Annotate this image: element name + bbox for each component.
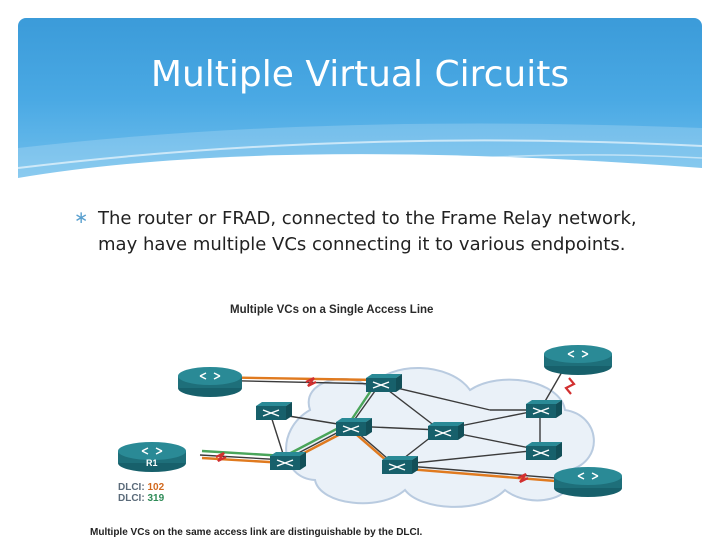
router-label-r1: R1 (146, 458, 158, 468)
dlci-label-1: DLCI: (118, 482, 145, 493)
dlci-label-2: DLCI: (118, 493, 145, 504)
router-icon-bottom-right (554, 467, 622, 497)
diagram-caption: Multiple VCs on the same access link are… (90, 527, 423, 538)
switch-icon-5 (526, 400, 562, 418)
diagram-title: Multiple VCs on a Single Access Line (230, 304, 434, 316)
switch-icon-2 (256, 402, 292, 420)
dlci-list: DLCI: 102 DLCI: 319 (118, 482, 164, 504)
switch-icon-3 (336, 418, 372, 436)
switch-icon-4 (428, 422, 464, 440)
access-link-markers (215, 377, 576, 483)
switch-icon-7 (270, 452, 306, 470)
frame-relay-diagram: R1 (118, 345, 622, 508)
dlci-row-1: DLCI: 102 (118, 482, 164, 493)
dlci-value-2: 319 (147, 493, 165, 504)
bullet-star-icon: ∗ (74, 208, 89, 228)
switch-icon-8 (382, 456, 418, 474)
bullet-text: The router or FRAD, connected to the Fra… (98, 208, 637, 255)
dlci-value-1: 102 (147, 482, 165, 493)
router-icon-top-left (178, 367, 242, 397)
switch-icon-1 (366, 374, 402, 392)
router-icons (118, 345, 622, 497)
banner-swoosh-graphic (18, 123, 702, 200)
title-banner (18, 18, 702, 200)
router-icon-top-right (544, 345, 612, 375)
dlci-row-2: DLCI: 319 (118, 493, 164, 504)
router-icon-r1 (118, 442, 186, 472)
switch-icon-6 (526, 442, 562, 460)
page-title: Multiple Virtual Circuits (150, 54, 570, 95)
switch-icons (256, 374, 562, 474)
